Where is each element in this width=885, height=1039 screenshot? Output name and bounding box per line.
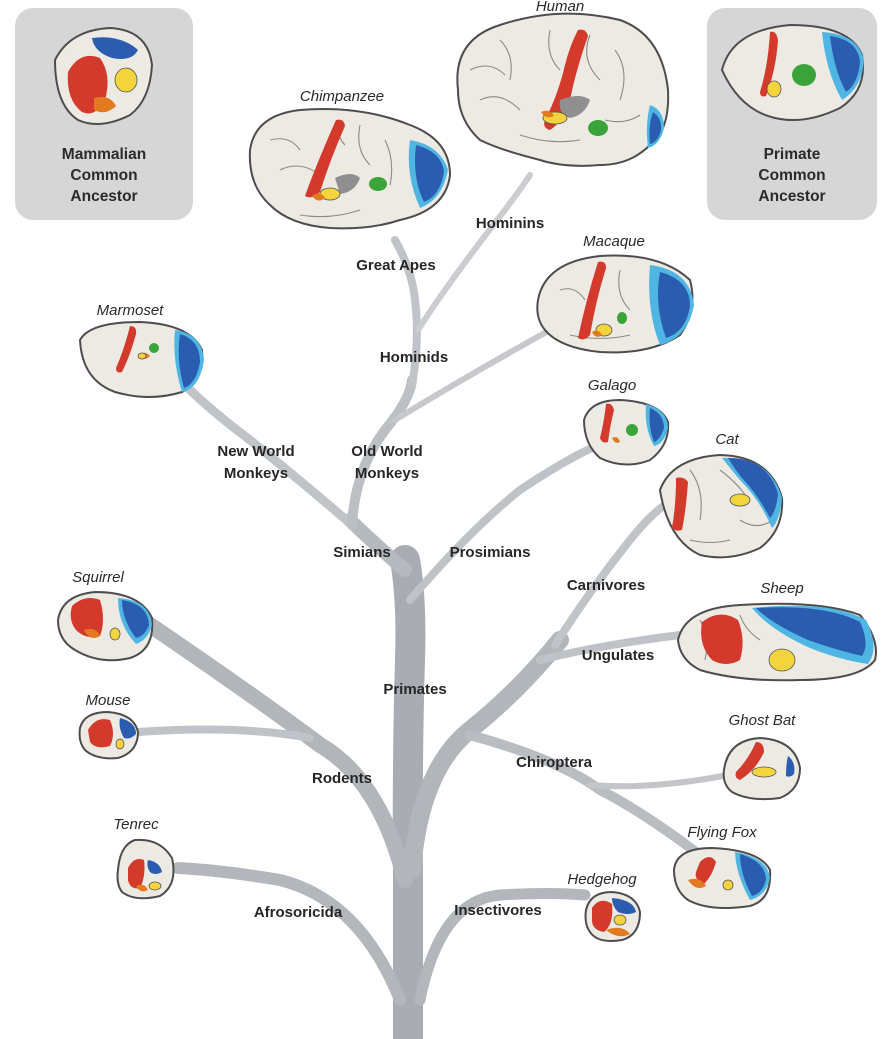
species-label-marmoset: Marmoset — [97, 302, 165, 319]
mammalian-ancestor-label-2: Common — [70, 167, 137, 184]
clade-label-afrosoricida: Afrosoricida — [254, 904, 343, 921]
squirrel-brain — [58, 592, 152, 660]
clade-label-great-apes: Great Apes — [356, 257, 435, 274]
clade-label-simians: Simians — [333, 544, 391, 561]
clade-label-primates: Primates — [383, 681, 446, 698]
clade-label-hominins: Hominins — [476, 215, 544, 232]
clade-label-hominids: Hominids — [380, 349, 448, 366]
branch-afrosoricida — [178, 868, 400, 1000]
marmoset-brain — [80, 322, 204, 397]
species-label-human: Human — [536, 0, 584, 15]
species-label-galago: Galago — [588, 377, 636, 394]
branch-rodents — [150, 625, 405, 880]
branch-prosimians — [410, 440, 612, 600]
cat-brain — [660, 455, 782, 557]
species-label-squirrel: Squirrel — [72, 569, 124, 586]
clade-label-rodents: Rodents — [312, 770, 372, 787]
mammalian-ancestor-box: Mammalian Common Ancestor — [15, 8, 193, 220]
species-label-sheep: Sheep — [760, 580, 803, 597]
species-label-ghost-bat: Ghost Bat — [729, 712, 797, 729]
primate-ancestor-label-1: Primate — [764, 146, 821, 163]
tenrec-brain — [118, 840, 174, 898]
primate-ancestor-box: Primate Common Ancestor — [707, 8, 877, 220]
species-label-hedgehog: Hedgehog — [567, 871, 637, 888]
mammalian-ancestor-label-3: Ancestor — [70, 188, 137, 205]
ghost-bat-brain — [724, 738, 800, 799]
galago-brain — [584, 400, 668, 465]
flying-fox-brain — [674, 848, 770, 908]
hedgehog-brain — [586, 892, 641, 941]
clade-label-ungulates: Ungulates — [582, 647, 655, 664]
species-label-mouse: Mouse — [85, 692, 130, 709]
clade-label-old-world-1: Old World — [351, 443, 422, 460]
clade-label-carnivores: Carnivores — [567, 577, 645, 594]
clade-label-new-world-2: Monkeys — [224, 465, 288, 482]
sheep-brain — [678, 604, 876, 681]
species-label-tenrec: Tenrec — [113, 816, 159, 833]
branch-mouse — [138, 730, 310, 738]
clade-label-chiroptera: Chiroptera — [516, 754, 593, 771]
human-brain — [457, 14, 668, 166]
branch-carnivores — [555, 505, 665, 645]
species-label-chimpanzee: Chimpanzee — [300, 88, 384, 105]
species-label-flying-fox: Flying Fox — [687, 824, 757, 841]
clade-label-new-world-1: New World — [217, 443, 294, 460]
trunk — [405, 560, 410, 1039]
species-label-macaque: Macaque — [583, 233, 645, 250]
branch-chiroptera — [470, 735, 700, 855]
primate-ancestor-label-3: Ancestor — [758, 188, 825, 205]
clade-label-insectivores: Insectivores — [454, 902, 542, 919]
mammalian-ancestor-label-1: Mammalian — [62, 146, 146, 163]
clade-label-old-world-2: Monkeys — [355, 465, 419, 482]
branch-ghost-bat — [590, 775, 728, 786]
species-label-cat: Cat — [715, 431, 739, 448]
clade-label-prosimians: Prosimians — [450, 544, 531, 561]
primate-ancestor-label-2: Common — [758, 167, 825, 184]
macaque-brain — [537, 256, 694, 353]
mouse-brain — [80, 712, 138, 758]
chimpanzee-brain — [250, 109, 450, 228]
